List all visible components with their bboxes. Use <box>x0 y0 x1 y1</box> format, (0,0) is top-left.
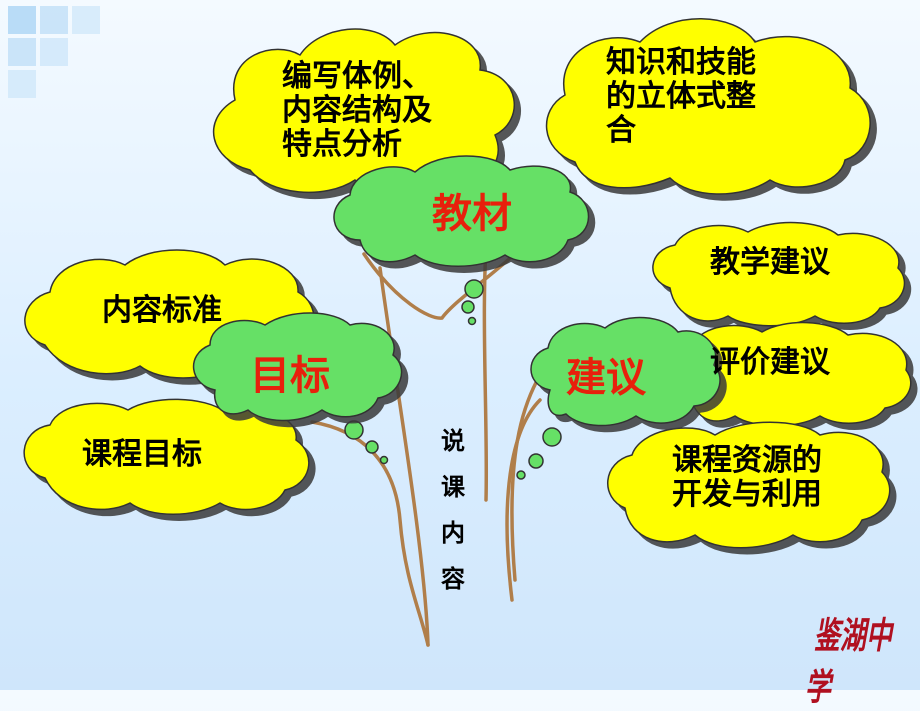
cloud-resource-development <box>607 421 891 549</box>
diagram-graphics <box>23 18 912 647</box>
center-label-char: 课 <box>441 473 465 501</box>
green-clouds <box>193 155 721 427</box>
textbook-item-1: 编写体例、 内容结构及 特点分析 <box>282 60 432 162</box>
center-label: 说 课 内 容 <box>438 418 468 602</box>
branch-label-suggestion: 建议 <box>566 355 646 401</box>
center-label-char: 说 <box>441 427 465 455</box>
seal-text: 鉴湖中学 <box>803 615 898 710</box>
textbook-item-2: 知识和技能 的立体式整 合 <box>606 46 756 148</box>
yellow-clouds <box>23 18 912 549</box>
school-seal: 鉴湖中学 <box>803 616 912 710</box>
corner-tiles-decoration <box>8 6 100 98</box>
text-line: 内容标准 <box>102 293 222 328</box>
text-line: 合 <box>606 113 636 148</box>
thought-bubbles <box>344 279 562 480</box>
branch-label-textbook: 教材 <box>432 191 512 237</box>
center-label-char: 容 <box>441 565 465 593</box>
text-line: 编写体例、 <box>282 59 432 94</box>
cloud-teaching-suggestion <box>652 221 906 327</box>
text-line: 开发与利用 <box>672 477 822 512</box>
cloud-knowledge-skills <box>545 18 871 195</box>
suggestion-item-3: 课程资源的 开发与利用 <box>672 444 822 512</box>
text-line: 评价建议 <box>710 345 830 380</box>
cloud-goal <box>193 312 403 422</box>
branch-label-goal: 目标 <box>250 353 330 399</box>
text-line: 教学建议 <box>710 245 830 280</box>
cloud-suggestion <box>530 316 721 427</box>
text-line: 知识和技能 <box>606 45 756 80</box>
text-line: 课程资源的 <box>672 443 822 478</box>
cloud-curriculum-goal <box>23 398 310 515</box>
center-label-char: 内 <box>441 519 465 547</box>
suggestion-item-2: 评价建议 <box>710 346 830 380</box>
goal-item-1: 内容标准 <box>102 294 222 328</box>
mind-map-tree: 编写体例、 内容结构及 特点分析 知识和技能 的立体式整 合 内容标准 课程目标… <box>8 6 912 710</box>
text-line: 内容结构及 <box>282 93 432 128</box>
cloud-textbook <box>333 155 590 267</box>
text-line: 特点分析 <box>282 127 402 162</box>
goal-item-2: 课程目标 <box>82 438 202 472</box>
text-line: 课程目标 <box>82 437 202 472</box>
text-line: 的立体式整 <box>606 79 756 114</box>
suggestion-item-1: 教学建议 <box>710 246 830 280</box>
